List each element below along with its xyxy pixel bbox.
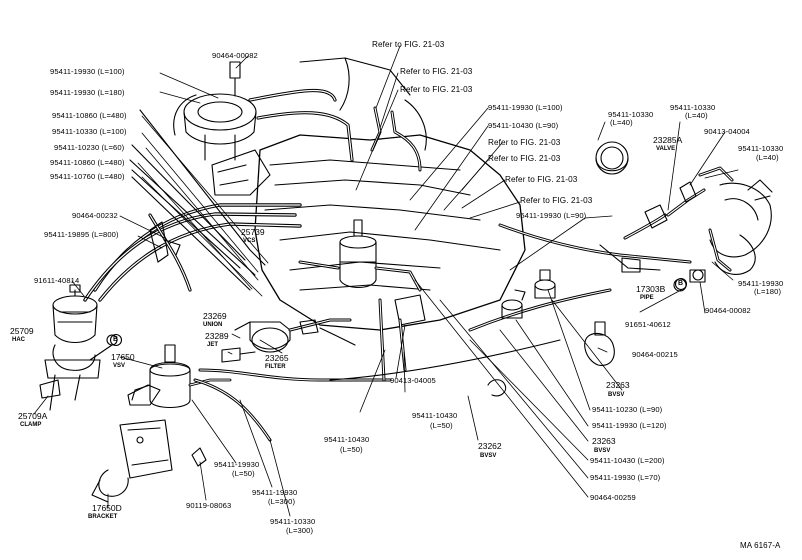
callout-95411-19930-l300: 95411-19930: [252, 488, 298, 497]
callout-95411-19930-l180-right-length: (L=180): [754, 287, 782, 296]
part-17650d-name: BRACKET: [88, 514, 118, 520]
callout-refer-fig-5: Refer to FIG. 21-03: [488, 154, 561, 163]
callout-refer-fig-6: Refer to FIG. 21-03: [505, 175, 578, 184]
callout-95411-10430-l50-right-length: (L=50): [430, 421, 453, 430]
vsv-unit: [91, 344, 232, 503]
callout-90119-08063: 90119-08063: [186, 501, 232, 510]
callout-95411-10330-b: 95411-10330: [670, 103, 716, 112]
callout-95411-19930-l300-length: (L=300): [268, 497, 296, 506]
part-25739-name: VCS: [243, 238, 256, 244]
hoses-top: [248, 89, 427, 172]
part-23289-name: JET: [207, 342, 219, 348]
callout-95411-19930-l100: 95411-19930 (L=100): [50, 67, 125, 76]
part-23269-number: 23269: [203, 311, 227, 321]
callout-91611-40814: 91611-40814: [34, 276, 80, 285]
callout-90413-04004: 90413-04004: [704, 127, 750, 136]
part-23262-number: 23262: [478, 441, 502, 451]
part-23265-number: 23265: [265, 353, 289, 363]
callout-95411-10230-l90: 95411-10230 (L=90): [592, 405, 663, 414]
part-25709-name: HAC: [12, 337, 25, 343]
callout-refer-fig-1: Refer to FIG. 21-03: [372, 40, 445, 49]
callout-90464-00082-top: 90464-00082: [212, 51, 258, 60]
canister-top-left: [173, 61, 257, 161]
callout-95411-10330-a: 95411-10330: [608, 110, 654, 119]
right-assembly: [498, 141, 773, 292]
callout-refer-fig-4: Refer to FIG. 21-03: [488, 138, 561, 147]
part-17650-number: 17650: [111, 352, 135, 362]
part-25709a-name: CLAMP: [20, 422, 42, 428]
b-markers: [109, 277, 688, 347]
part-23289-number: 23289: [205, 331, 229, 341]
callout-90464-00082-right: 90464-00082: [705, 306, 751, 315]
callout-95411-10330-l100: 95411-10330 (L=100): [52, 127, 127, 136]
callout-95411-10430-l50-left: 95411-10430: [324, 435, 370, 444]
hoses-lower: [193, 288, 612, 442]
callout-90413-04005: 90413-04005: [390, 376, 436, 385]
callout-95411-19930-l50: 95411-19930: [214, 460, 260, 469]
callout-95411-10330-c-length: (L=40): [756, 153, 779, 162]
part-25709a-number: 25709A: [18, 411, 48, 421]
callout-95411-10330-b-length: (L=40): [685, 111, 708, 120]
callout-95411-10330-a-length: (L=40): [610, 118, 633, 127]
union-jet-filter: [221, 318, 356, 363]
callout-95411-10860-l480-b: 95411-10860 (L=480): [50, 158, 125, 167]
callout-95411-19930-l50-length: (L=50): [232, 469, 255, 478]
part-25709-number: 25709: [10, 326, 34, 336]
callout-95411-10330-c: 95411-10330: [738, 144, 784, 153]
part-23263-a-name: BVSV: [608, 392, 625, 398]
callout-refer-fig-7: Refer to FIG. 21-03: [520, 196, 593, 205]
callout-90464-00215: 90464-00215: [632, 350, 678, 359]
callout-95411-19930-l120: 95411-19930 (L=120): [592, 421, 667, 430]
bvsv-units: [487, 269, 615, 397]
part-17650d-number: 17650D: [92, 503, 122, 513]
callout-95411-10430-l90: 95411-10430 (L=90): [488, 121, 559, 130]
part-23285a-number: 23285A: [653, 135, 683, 145]
part-23265-name: FILTER: [265, 364, 286, 370]
part-23285a-name: VALVE: [656, 146, 676, 152]
part-23263-b-number: 23263: [592, 436, 616, 446]
callout-95411-10860-l480-a: 95411-10860 (L=480): [52, 111, 127, 120]
callout-95411-10330-l300: 95411-10330: [270, 517, 316, 526]
marker-b-left: B: [113, 336, 119, 343]
part-17650-name: VSV: [113, 363, 126, 369]
part-23263-b-name: BVSV: [594, 448, 611, 454]
callout-95411-10430-l200: 95411-10430 (L=200): [590, 456, 665, 465]
callout-refer-fig-2: Refer to FIG. 21-03: [400, 67, 473, 76]
hose-bundle-left: [83, 109, 302, 302]
hac-unit: [39, 284, 118, 411]
vcs-unit: [298, 219, 426, 326]
part-23263-a-number: 23263: [606, 380, 630, 390]
callout-95411-19930-l100-b: 95411-19930 (L=100): [488, 103, 563, 112]
figure-id: MA 6167-A: [740, 541, 781, 550]
callout-refer-fig-3: Refer to FIG. 21-03: [400, 85, 473, 94]
callout-95411-10760-l480: 95411-10760 (L=480): [50, 172, 125, 181]
part-23269-name: UNION: [203, 322, 223, 328]
leader-lines: [33, 45, 739, 517]
callout-95411-19895-l800: 95411-19895 (L=800): [44, 230, 119, 239]
callout-90464-00259: 90464-00259: [590, 493, 636, 502]
callout-95411-19930-l180-right: 95411-19930: [738, 279, 784, 288]
callout-90464-00232: 90464-00232: [72, 211, 118, 220]
part-17303b-name: PIPE: [640, 295, 654, 301]
marker-b-right: B: [678, 280, 684, 287]
part-23262-name: BVSV: [480, 453, 497, 459]
callout-95411-19930-l90: 95411-19930 (L=90): [516, 211, 587, 220]
callout-95411-10430-l50-right: 95411-10430: [412, 411, 458, 420]
part-25739-number: 25739: [241, 227, 265, 237]
callout-95411-10430-l50-left-length: (L=50): [340, 445, 363, 454]
part-17303b-number: 17303B: [636, 284, 666, 294]
callout-95411-19930-l180: 95411-19930 (L=180): [50, 88, 125, 97]
callout-95411-10230-l60: 95411-10230 (L=60): [54, 143, 125, 152]
callout-95411-10330-l300-length: (L=300): [286, 526, 314, 535]
callout-91651-40612: 91651-40612: [625, 320, 671, 329]
callout-95411-19930-l70: 95411-19930 (L=70): [590, 473, 661, 482]
